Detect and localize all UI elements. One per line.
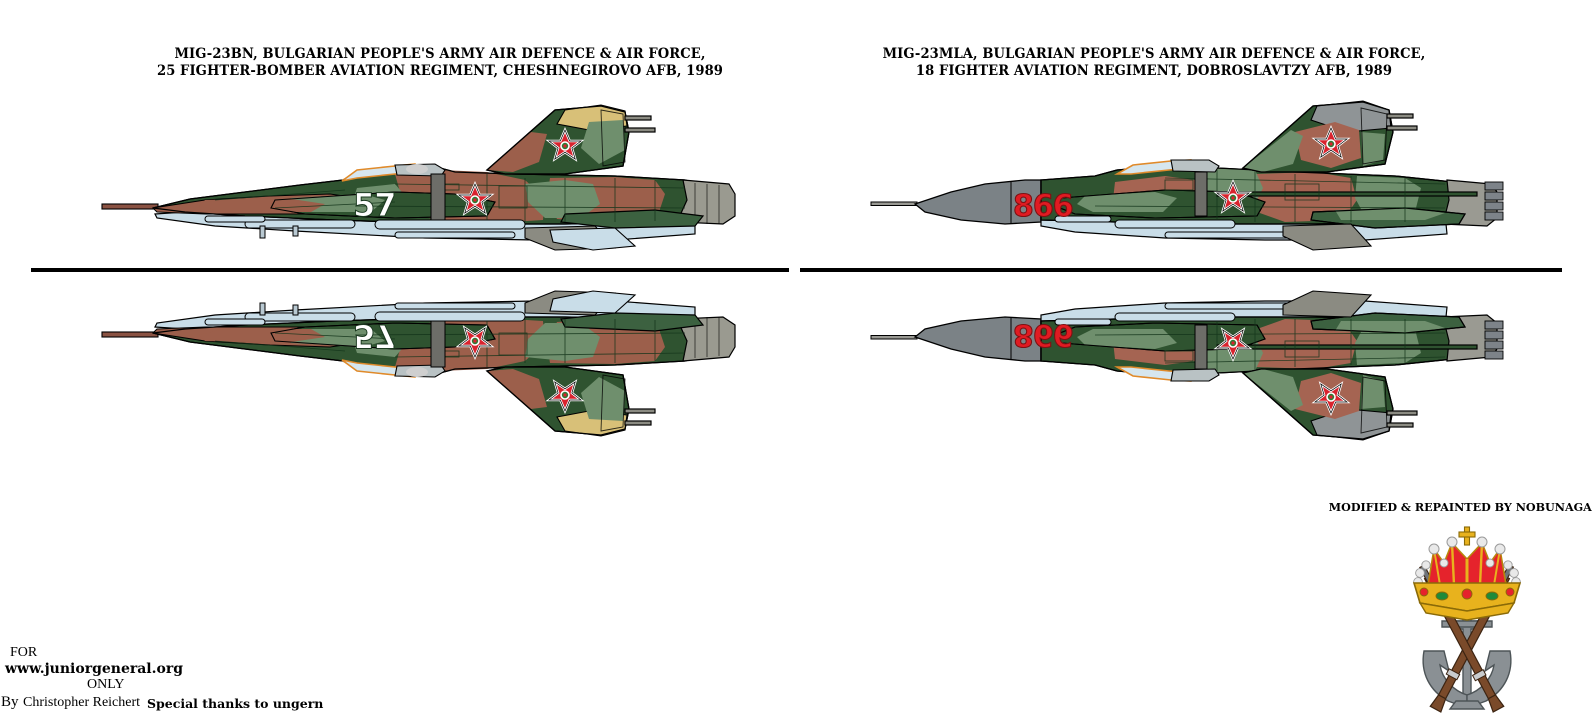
- only-label: ONLY: [87, 677, 125, 692]
- tail-number-text: 57: [353, 317, 396, 355]
- modified-by-credit: MODIFIED & REPAINTED BY NOBUNAGA: [1328, 500, 1592, 514]
- profile-title-mig23bn: MIG-23BN, BULGARIAN PEOPLE'S ARMY AIR DE…: [13, 46, 867, 80]
- site-url: www.juniorgeneral.org: [5, 661, 184, 677]
- tail-number-text: 57: [353, 186, 396, 224]
- aircraft-profile-mig23bn-upper: 57: [95, 88, 755, 258]
- aircraft-profile-mig23mla-lower: 866: [865, 283, 1525, 453]
- profile-title-line1: MIG-23BN, BULGARIAN PEOPLE'S ARMY AIR DE…: [174, 46, 706, 62]
- mig23bn-airframe-mirrored: [101, 290, 736, 437]
- aircraft-profile-mig23bn-lower: 57: [95, 283, 755, 453]
- profile-title-line2: 18 FIGHTER AVIATION REGIMENT, DOBROSLAVT…: [915, 63, 1393, 79]
- mig23mla-airframe: [870, 100, 1504, 251]
- for-label: FOR: [10, 645, 38, 660]
- divider-rule-left: [31, 268, 789, 272]
- aircraft-profile-mig23mla-upper: 866: [865, 88, 1525, 258]
- mig23bn-airframe: [101, 104, 736, 251]
- royal-crown-icon: [1412, 526, 1522, 621]
- author-name: Christopher Reichert: [23, 695, 141, 710]
- profile-title-mig23mla: MIG-23MLA, BULGARIAN PEOPLE'S ARMY AIR D…: [727, 46, 1581, 80]
- tail-number-text: 866: [1013, 189, 1073, 224]
- divider-rule-right: [800, 268, 1562, 272]
- royal-crown-anchor-crossed-rifles-emblem: [1372, 525, 1562, 721]
- tail-number-text: 866: [1013, 317, 1073, 352]
- by-label: By: [1, 694, 19, 710]
- profile-title-line1: MIG-23MLA, BULGARIAN PEOPLE'S ARMY AIR D…: [882, 46, 1426, 62]
- profile-title-line2: 25 FIGHTER-BOMBER AVIATION REGIMENT, CHE…: [156, 63, 724, 79]
- special-thanks: Special thanks to ungern: [147, 696, 324, 711]
- mig23mla-airframe-mirrored: [870, 290, 1504, 441]
